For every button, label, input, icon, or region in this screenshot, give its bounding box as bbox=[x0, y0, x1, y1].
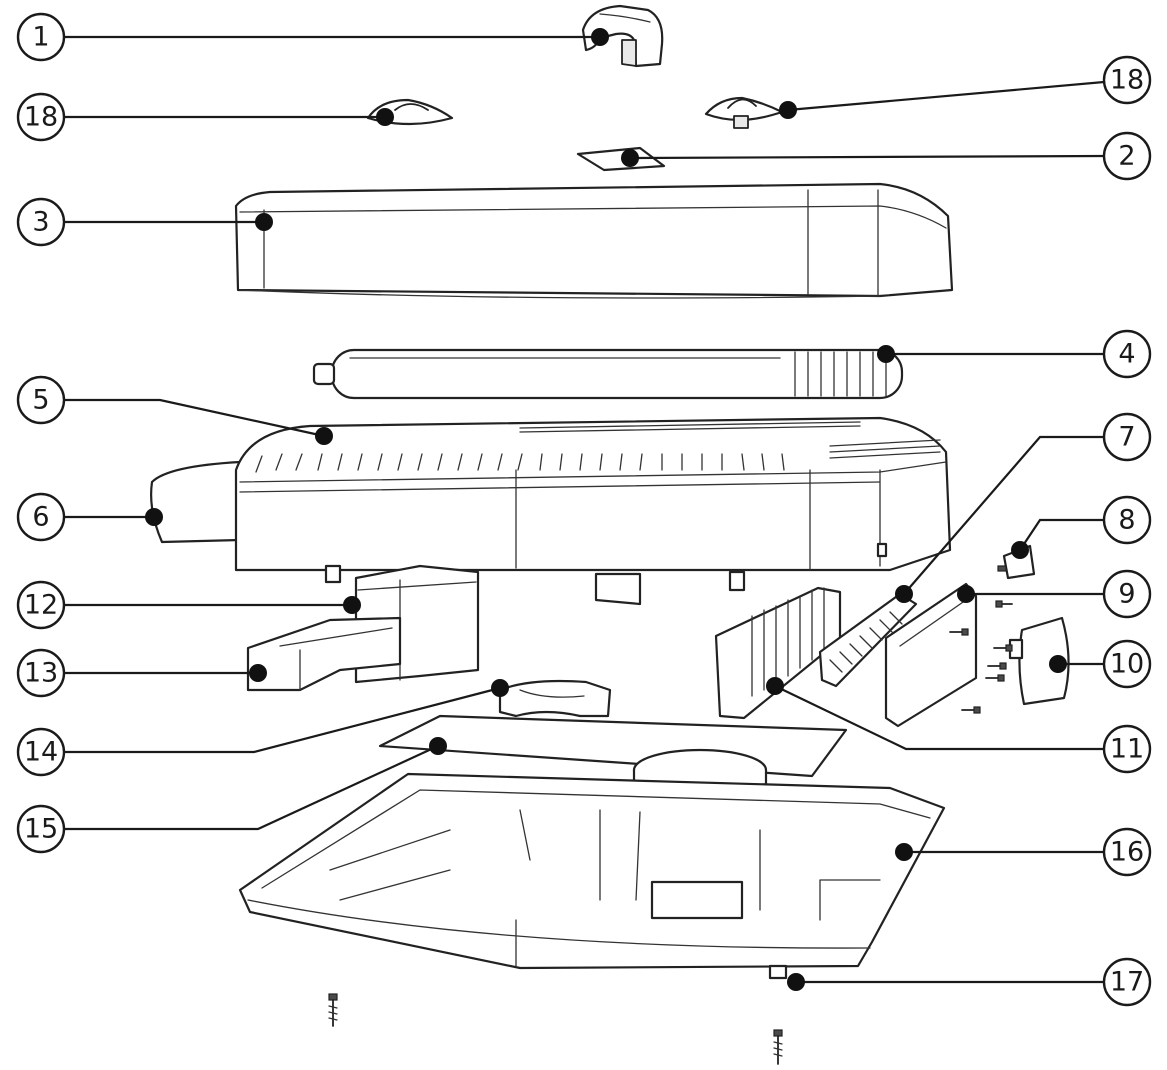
part-18-cap-right bbox=[704, 96, 784, 129]
leader-8 bbox=[1011, 518, 1104, 559]
callout-2: 2 bbox=[1102, 131, 1152, 181]
callout-label: 2 bbox=[1118, 141, 1135, 172]
leader-4 bbox=[877, 345, 1104, 363]
part-1-hanger bbox=[581, 4, 664, 68]
callout-label: 15 bbox=[24, 814, 58, 845]
callout-label: 3 bbox=[32, 207, 49, 238]
callout-17: 17 bbox=[1102, 957, 1152, 1007]
callout-9: 9 bbox=[1102, 569, 1152, 619]
leader-7 bbox=[895, 435, 1104, 603]
callout-18-right: 18 bbox=[1102, 55, 1152, 105]
callout-label: 14 bbox=[24, 737, 58, 768]
callout-label: 18 bbox=[24, 102, 58, 133]
part-9-pcb-board bbox=[884, 582, 978, 728]
callout-13: 13 bbox=[16, 648, 66, 698]
callout-label: 6 bbox=[32, 502, 49, 533]
callout-16: 16 bbox=[1102, 827, 1152, 877]
callout-label: 8 bbox=[1118, 505, 1135, 536]
part-5-housing bbox=[234, 416, 952, 606]
part-16-base-tray bbox=[238, 772, 946, 980]
leader-10 bbox=[1049, 655, 1104, 673]
part-6-side-panel bbox=[150, 460, 242, 544]
leader-18b bbox=[779, 80, 1105, 119]
callout-11: 11 bbox=[1102, 724, 1152, 774]
callout-14: 14 bbox=[16, 727, 66, 777]
callout-label: 5 bbox=[32, 385, 49, 416]
screws bbox=[328, 600, 1013, 1065]
leader-9 bbox=[957, 585, 1104, 603]
callout-label: 9 bbox=[1118, 579, 1135, 610]
callout-label: 11 bbox=[1110, 734, 1144, 765]
callout-18-left: 18 bbox=[16, 92, 66, 142]
part-13-bracket bbox=[246, 616, 402, 692]
callout-5: 5 bbox=[16, 375, 66, 425]
leader-2 bbox=[621, 149, 1105, 167]
leader-1 bbox=[64, 28, 609, 46]
callout-label: 17 bbox=[1110, 967, 1144, 998]
leader-13 bbox=[64, 664, 267, 682]
callout-1: 1 bbox=[16, 12, 66, 62]
callout-10: 10 bbox=[1102, 639, 1152, 689]
leader-11 bbox=[766, 677, 1104, 751]
part-7-connector-strip bbox=[818, 592, 918, 688]
part-2-plate bbox=[576, 146, 666, 172]
callout-label: 18 bbox=[1110, 65, 1144, 96]
callout-7: 7 bbox=[1102, 412, 1152, 462]
leader-12 bbox=[64, 596, 361, 614]
leader-5 bbox=[64, 398, 333, 445]
callout-label: 10 bbox=[1110, 649, 1144, 680]
callout-label: 13 bbox=[24, 658, 58, 689]
leader-17 bbox=[787, 973, 1104, 991]
callout-label: 4 bbox=[1118, 339, 1135, 370]
callout-label: 7 bbox=[1118, 422, 1135, 453]
callout-label: 16 bbox=[1110, 837, 1144, 868]
callout-label: 1 bbox=[32, 22, 49, 53]
callout-12: 12 bbox=[16, 580, 66, 630]
leader-18a bbox=[64, 108, 394, 126]
parts-drawing bbox=[150, 4, 1070, 1065]
leader-16 bbox=[895, 843, 1104, 861]
callout-15: 15 bbox=[16, 804, 66, 854]
callouts: 1 18 18 2 3 4 5 6 7 8 9 10 11 12 13 14 1… bbox=[16, 12, 1152, 1007]
part-3-top-cover bbox=[234, 182, 954, 299]
leader-3 bbox=[64, 213, 273, 231]
leader-15 bbox=[64, 737, 447, 831]
callout-8: 8 bbox=[1102, 495, 1152, 545]
part-14-clamp bbox=[498, 679, 612, 718]
leader-14 bbox=[64, 679, 509, 754]
leaders bbox=[64, 28, 1105, 991]
callout-6: 6 bbox=[16, 492, 66, 542]
part-4-cylinder bbox=[312, 348, 904, 400]
callout-4: 4 bbox=[1102, 329, 1152, 379]
leader-6 bbox=[64, 508, 163, 526]
part-10-capacitor bbox=[1008, 616, 1070, 706]
callout-3: 3 bbox=[16, 197, 66, 247]
callout-label: 12 bbox=[24, 590, 58, 621]
